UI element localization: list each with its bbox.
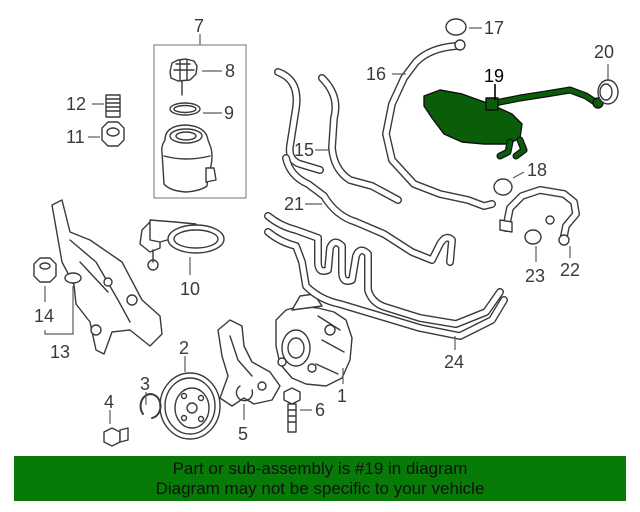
- bracket-bolt[interactable]: [283, 387, 301, 433]
- pump-bracket[interactable]: [217, 319, 281, 407]
- pump-pulley[interactable]: [159, 372, 221, 440]
- callout-1[interactable]: 1: [337, 386, 347, 406]
- callout-12[interactable]: 12: [66, 94, 86, 114]
- pump-mount-bracket[interactable]: [51, 199, 163, 355]
- pressure-hose-21[interactable]: [282, 154, 456, 266]
- callout-9[interactable]: 9: [224, 103, 234, 123]
- power-steering-pump[interactable]: [275, 293, 353, 387]
- cap-20[interactable]: [597, 79, 619, 105]
- o-ring-17[interactable]: [445, 18, 467, 36]
- seal-ring[interactable]: [169, 102, 201, 116]
- reservoir-cap[interactable]: [169, 58, 198, 96]
- callout-15[interactable]: 15: [294, 140, 314, 160]
- o-ring-18[interactable]: [493, 178, 513, 196]
- callout-17[interactable]: 17: [484, 18, 504, 38]
- callout-16[interactable]: 16: [366, 64, 386, 84]
- cooler-line-24[interactable]: [264, 212, 508, 340]
- reservoir-bracket[interactable]: [139, 219, 225, 271]
- snap-ring[interactable]: [139, 393, 162, 419]
- flange-nut[interactable]: [101, 121, 125, 147]
- supply-hose-16[interactable]: [382, 39, 496, 210]
- callout-14[interactable]: 14: [34, 306, 54, 326]
- callout-6[interactable]: 6: [315, 400, 325, 420]
- callout-21[interactable]: 21: [284, 194, 304, 214]
- reservoir-body[interactable]: [161, 124, 217, 193]
- callout-2[interactable]: 2: [179, 338, 189, 358]
- return-hose-15[interactable]: [274, 68, 402, 204]
- callout-5[interactable]: 5: [238, 424, 248, 444]
- callout-10[interactable]: 10: [180, 279, 200, 299]
- callout-19[interactable]: 19: [484, 66, 504, 86]
- stud-bolt[interactable]: [105, 94, 121, 118]
- footer-banner: Part or sub-assembly is #19 in diagram D…: [14, 456, 626, 501]
- footer-line-2: Diagram may not be specific to your vehi…: [155, 479, 485, 498]
- callout-7[interactable]: 7: [194, 16, 204, 36]
- callout-13[interactable]: 13: [50, 342, 70, 362]
- callout-22[interactable]: 22: [560, 260, 580, 280]
- footer-line-1: Part or sub-assembly is #19 in diagram: [172, 459, 468, 478]
- o-ring-23[interactable]: [524, 229, 542, 245]
- washer-13[interactable]: [64, 272, 82, 284]
- callout-3[interactable]: 3: [140, 374, 150, 394]
- hex-nut-14[interactable]: [33, 257, 57, 283]
- callout-24[interactable]: 24: [444, 352, 464, 372]
- callout-18[interactable]: 18: [527, 160, 547, 180]
- line-22[interactable]: [499, 186, 580, 246]
- callout-4[interactable]: 4: [104, 392, 114, 412]
- highlighted-part-19[interactable]: [423, 86, 604, 160]
- callout-20[interactable]: 20: [594, 42, 614, 62]
- callout-23[interactable]: 23: [525, 266, 545, 286]
- callout-8[interactable]: 8: [225, 61, 235, 81]
- pulley-bolt[interactable]: [103, 427, 129, 447]
- callout-11[interactable]: 11: [66, 127, 85, 147]
